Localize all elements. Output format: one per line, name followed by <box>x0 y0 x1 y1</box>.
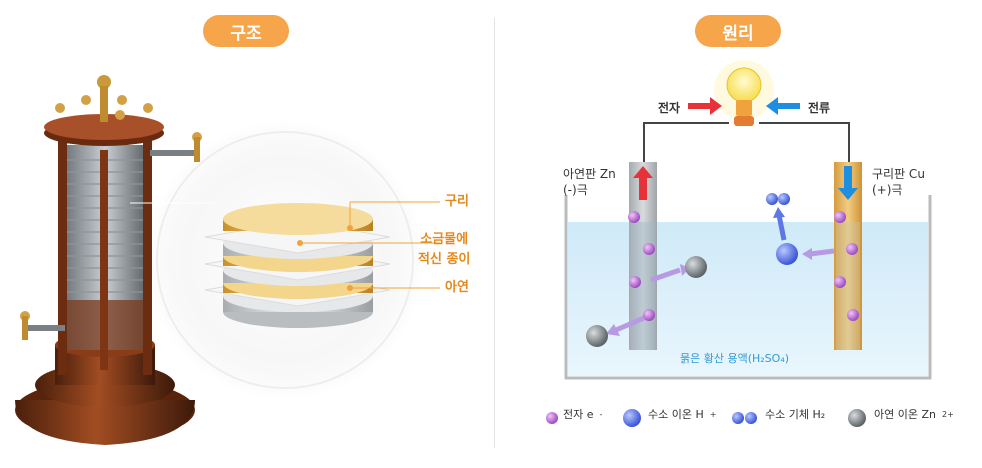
disc-cross-section <box>204 203 391 328</box>
solution-label: 묽은 황산 용액(H₂SO₄) <box>680 352 790 365</box>
electron-flow-arrow <box>688 97 722 115</box>
voltaic-cell-diagram <box>546 60 932 427</box>
section-divider <box>494 18 495 448</box>
voltaic-pile-illustration <box>15 75 440 445</box>
legend-hydrogen-ion: 수소 이온 H+ <box>648 408 717 421</box>
zinc-plate-label: 아연판 Zn (-)극 <box>563 167 616 197</box>
sulfuric-acid-solution <box>568 222 928 376</box>
structure-title: 구조 <box>203 15 289 47</box>
current-label: 전류 <box>808 101 831 115</box>
legend-hydrogen-gas: 수소 기체 H₂ <box>765 408 826 421</box>
current-flow-arrow <box>766 97 800 115</box>
copper-plate-label: 구리판 Cu (+)극 <box>872 167 925 197</box>
copper-label: 구리 <box>445 194 469 209</box>
salt-paper-label: 소금물에 적신 종이 <box>418 232 471 267</box>
circuit-wire <box>643 122 850 165</box>
electron-label: 전자 <box>658 101 681 115</box>
principle-title: 원리 <box>695 15 781 47</box>
legend-electron: 전자 e- <box>563 408 603 421</box>
zinc-label: 아연 <box>445 280 469 295</box>
beaker <box>564 195 932 380</box>
light-bulb <box>714 60 774 126</box>
